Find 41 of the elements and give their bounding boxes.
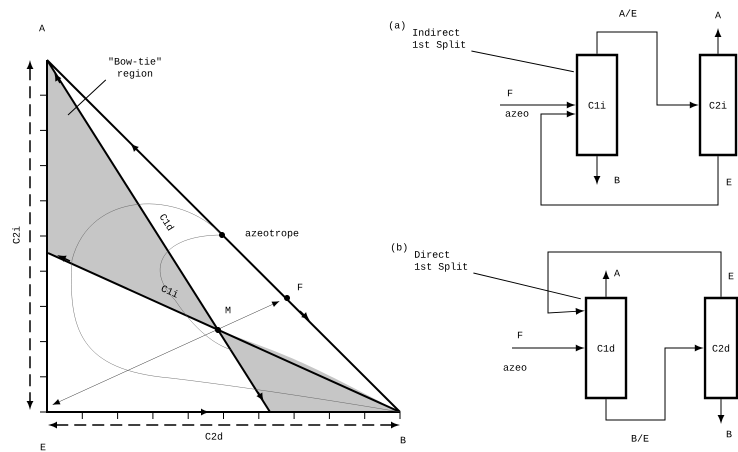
stream-arrow [602, 272, 610, 298]
leader-line [472, 272, 582, 300]
stream-label: azeo [506, 111, 528, 117]
stream-arrow [718, 398, 724, 422]
edge-label: B [613, 176, 621, 184]
vertex-label: B [400, 436, 406, 444]
edge-label: B [725, 430, 733, 438]
axis-label: C2d [206, 432, 222, 440]
edge-label: A [613, 268, 621, 278]
callout-text: "Bow-tie" region [109, 57, 161, 79]
edge-label: E [727, 272, 736, 280]
edge-label: F [516, 330, 524, 340]
point-label: azeotrope [246, 230, 298, 238]
stream-arrow [500, 102, 574, 108]
stream-arrow [596, 32, 698, 108]
edge-label: A/E [618, 8, 638, 18]
leader-line [470, 50, 574, 72]
vertex-label: A [39, 24, 45, 32]
stream-label: azeo [504, 365, 526, 371]
column-box: C2i [698, 54, 738, 156]
point-label: F [298, 284, 302, 290]
stream-arrow [606, 344, 702, 420]
stream-arrow [594, 156, 600, 184]
vertex-label: E [40, 444, 46, 450]
stream-arrow [512, 344, 584, 352]
edge-label: B/E [630, 433, 650, 443]
stream-arrow [540, 110, 719, 206]
edge-label: E [725, 178, 733, 186]
edge-label: A [714, 10, 722, 20]
column-box: C1i [576, 54, 618, 156]
leader-line [68, 79, 106, 116]
column-box: C1d [584, 296, 628, 400]
stream-arrow [714, 30, 722, 54]
axis-label: C2i [12, 226, 20, 244]
panel-heading: (a) Indirect 1st Split [390, 21, 466, 50]
column-box: C2d [704, 296, 738, 400]
line-label: C1i [162, 286, 178, 298]
point-label: M [226, 306, 230, 314]
panel-heading: (b) Direct 1st Split [392, 243, 468, 272]
stream-arrow [548, 252, 722, 314]
edge-label: F [506, 88, 514, 98]
